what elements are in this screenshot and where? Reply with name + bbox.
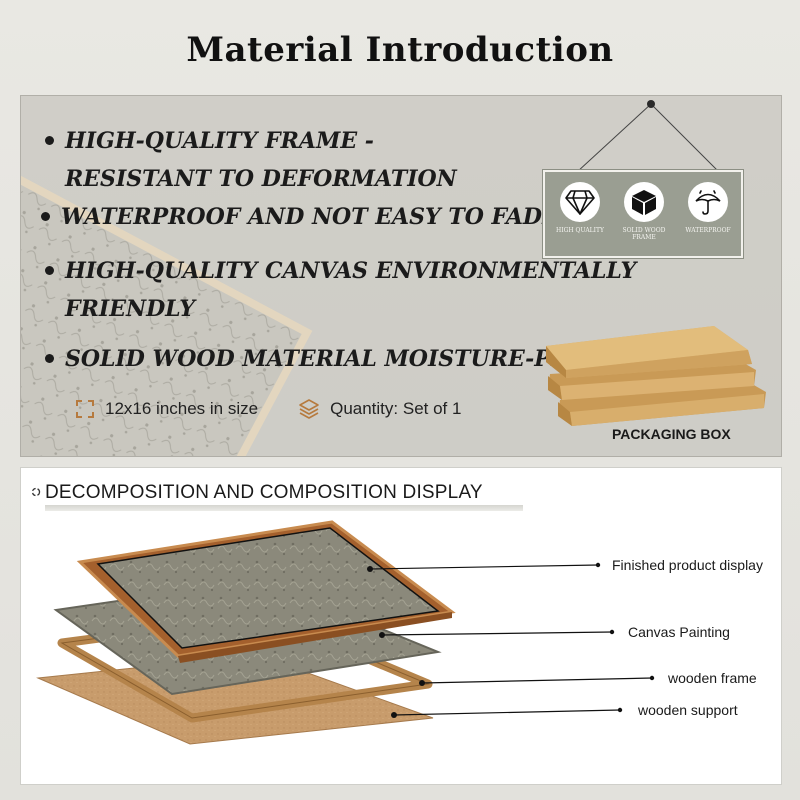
page-title: Material Introduction [186, 30, 614, 70]
layers-icon [299, 399, 319, 419]
size-text: 12x16 inches in size [105, 399, 259, 418]
feature-sign: HIGH QUALITY SOLID WOOD FRAME [543, 98, 743, 258]
sign-label: WATERPROOF [685, 227, 731, 234]
hanging-string [576, 100, 720, 173]
layer-label-finished-product: Finished product display [612, 557, 763, 573]
sign-label: HIGH QUALITY [556, 227, 604, 234]
feature-item: SOLID WOOD MATERIAL MOISTURE-PROOF [45, 340, 685, 378]
resize-icon [76, 400, 94, 418]
packaging-box-illustration [546, 326, 766, 426]
layer-label-canvas-painting: Canvas Painting [628, 624, 730, 640]
title-underline [45, 505, 523, 511]
layer-label-wooden-support: wooden support [638, 702, 738, 718]
sign-item: SOLID WOOD FRAME [615, 182, 673, 241]
cube-icon [632, 190, 656, 215]
size-spec: 12x16 inches in size [75, 399, 258, 419]
diamond-icon [565, 190, 595, 215]
sign-item: HIGH QUALITY [551, 182, 609, 234]
feature-list: HIGH-QUALITY FRAME - RESISTANT TO DEFORM… [41, 122, 685, 378]
umbrella-icon [695, 190, 721, 215]
packaging-box-label: PACKAGING BOX [612, 426, 731, 442]
loading-icon [31, 487, 41, 497]
sign-label: SOLID WOOD FRAME [622, 227, 666, 241]
sign-board: HIGH QUALITY SOLID WOOD FRAME [543, 170, 743, 258]
feature-item: WATERPROOF AND NOT EASY TO FADE [41, 198, 685, 236]
decomposition-title: DECOMPOSITION AND COMPOSITION DISPLAY [45, 482, 483, 503]
feature-item: HIGH-QUALITY FRAME - RESISTANT TO DEFORM… [45, 122, 525, 198]
quantity-spec: Quantity: Set of 1 [298, 398, 461, 420]
feature-item: HIGH-QUALITY CANVAS ENVIRONMENTALLY FRIE… [45, 252, 685, 328]
spec-row: 12x16 inches in size Quantity: Set of 1 [75, 398, 491, 420]
layer-label-wooden-frame: wooden frame [668, 670, 757, 686]
sign-item: WATERPROOF [679, 182, 737, 234]
quantity-text: Quantity: Set of 1 [330, 399, 462, 418]
